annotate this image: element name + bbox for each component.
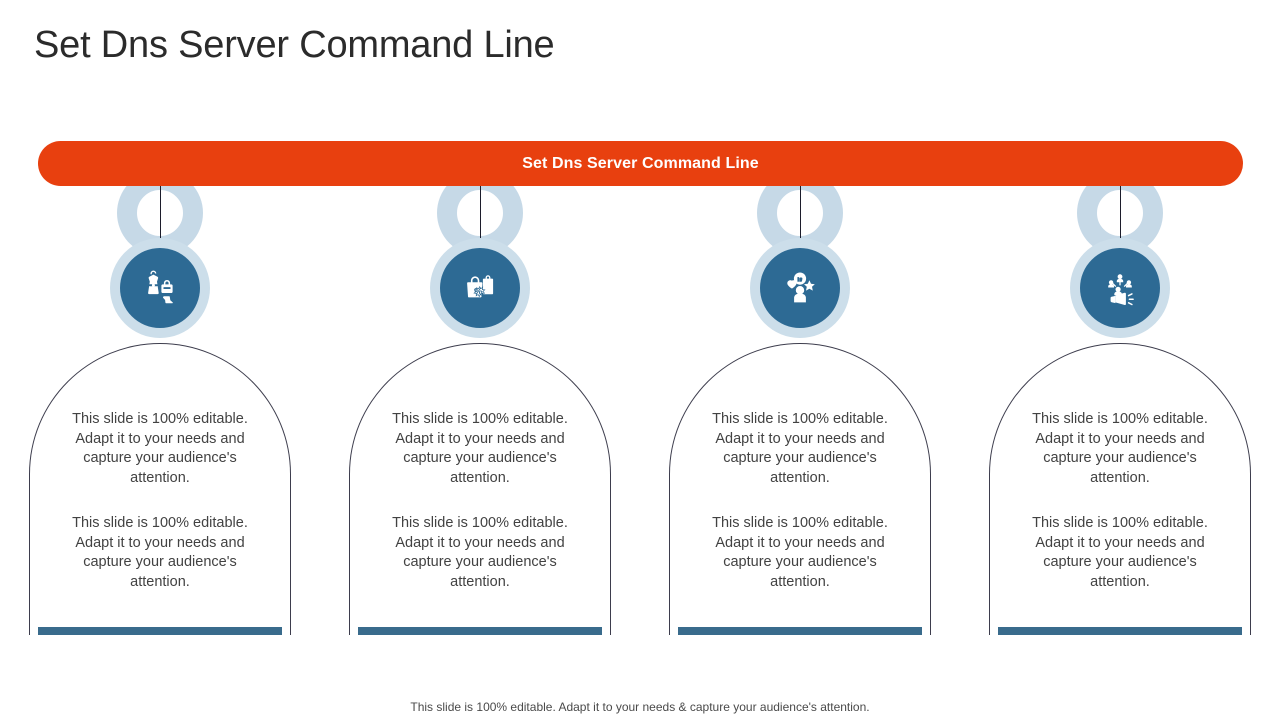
customer-feedback-thumbs-up-icon xyxy=(760,248,840,328)
arch-card-text-3: This slide is 100% editable. Adapt it to… xyxy=(704,410,896,592)
arch-paragraph-3b: This slide is 100% editable. Adapt it to… xyxy=(712,515,888,590)
icon-badge-1[interactable] xyxy=(110,238,210,338)
svg-text:%: % xyxy=(474,286,483,297)
icon-badge-3[interactable] xyxy=(750,238,850,338)
content-column-2: % This slide is 100% editable. Adapt it … xyxy=(320,0,640,720)
arch-bottom-bar-3 xyxy=(678,627,922,635)
content-column-3: This slide is 100% editable. Adapt it to… xyxy=(640,0,960,720)
connector-line-3 xyxy=(800,186,801,252)
arch-paragraph-1b: This slide is 100% editable. Adapt it to… xyxy=(72,515,248,590)
connector-line-2 xyxy=(480,186,481,252)
page-title: Set Dns Server Command Line xyxy=(34,24,555,66)
arch-paragraph-4a: This slide is 100% editable. Adapt it to… xyxy=(1032,411,1208,486)
arch-paragraph-1a: This slide is 100% editable. Adapt it to… xyxy=(72,411,248,486)
content-column-4: This slide is 100% editable. Adapt it to… xyxy=(960,0,1280,720)
section-banner: Set Dns Server Command Line xyxy=(38,141,1243,186)
connector-line-4 xyxy=(1120,186,1121,252)
arch-card-4: This slide is 100% editable. Adapt it to… xyxy=(989,343,1251,635)
connector-line-1 xyxy=(160,186,161,252)
arch-paragraph-4b: This slide is 100% editable. Adapt it to… xyxy=(1032,515,1208,590)
arch-paragraph-3a: This slide is 100% editable. Adapt it to… xyxy=(712,411,888,486)
shopping-bags-discount-icon: % xyxy=(440,248,520,328)
arch-paragraph-2b: This slide is 100% editable. Adapt it to… xyxy=(392,515,568,590)
footer-note: This slide is 100% editable. Adapt it to… xyxy=(410,700,870,714)
icon-badge-2[interactable]: % xyxy=(430,238,530,338)
arch-bottom-bar-1 xyxy=(38,627,282,635)
arch-bottom-bar-2 xyxy=(358,627,602,635)
arch-paragraph-2a: This slide is 100% editable. Adapt it to… xyxy=(392,411,568,486)
icon-badge-4[interactable] xyxy=(1070,238,1170,338)
arch-card-text-4: This slide is 100% editable. Adapt it to… xyxy=(1024,410,1216,592)
arch-card-text-1: This slide is 100% editable. Adapt it to… xyxy=(64,410,256,592)
megaphone-referral-network-icon xyxy=(1080,248,1160,328)
arch-bottom-bar-4 xyxy=(998,627,1242,635)
dress-handbag-heel-icon xyxy=(120,248,200,328)
arch-card-2: This slide is 100% editable. Adapt it to… xyxy=(349,343,611,635)
arch-card-1: This slide is 100% editable. Adapt it to… xyxy=(29,343,291,635)
content-column-1: This slide is 100% editable. Adapt it to… xyxy=(0,0,320,720)
section-banner-label: Set Dns Server Command Line xyxy=(522,154,759,172)
arch-card-3: This slide is 100% editable. Adapt it to… xyxy=(669,343,931,635)
arch-card-text-2: This slide is 100% editable. Adapt it to… xyxy=(384,410,576,592)
